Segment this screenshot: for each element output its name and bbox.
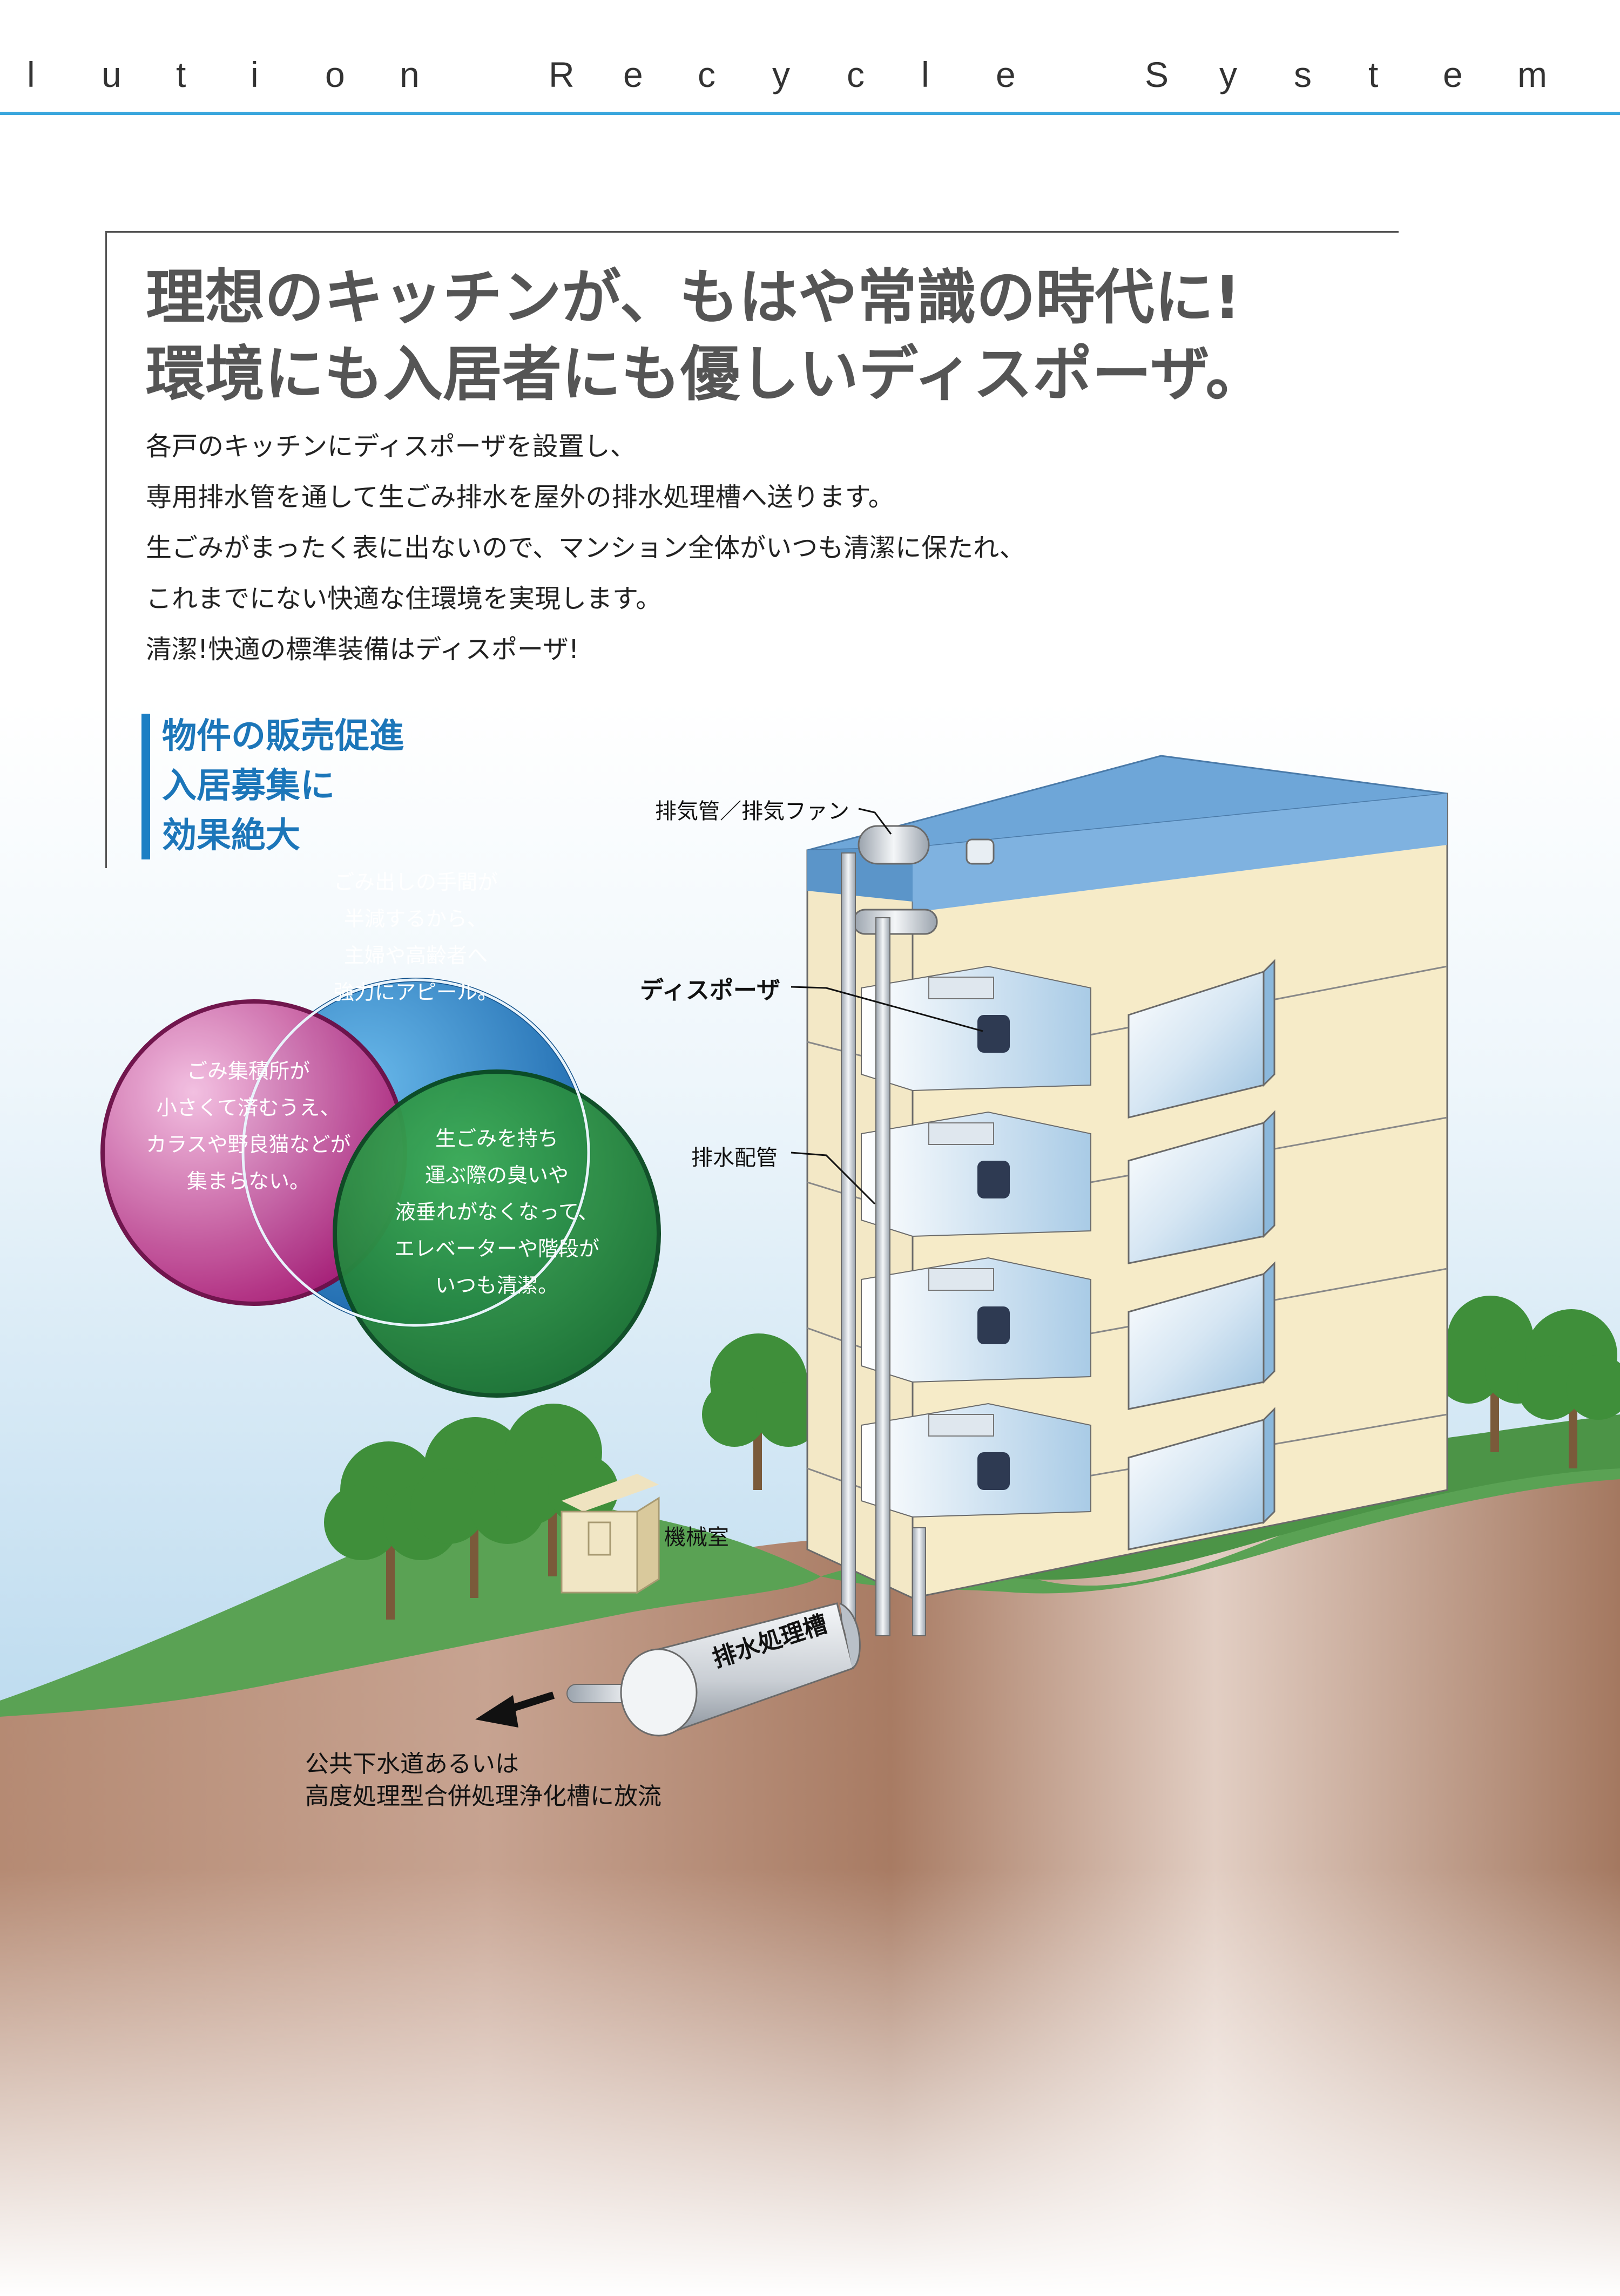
header-letter: t <box>176 55 186 94</box>
header-band <box>0 0 1620 113</box>
header-letter: s <box>1294 55 1312 94</box>
label-drain-pipe: 排水配管 <box>691 1146 778 1170</box>
trees-right <box>1436 1296 1620 1468</box>
header-letter: e <box>996 55 1016 94</box>
trees-left <box>324 1333 821 1620</box>
body-line: 各戸のキッチンにディスポーザを設置し、 <box>146 431 636 462</box>
body-line: これまでにない快適な住環境を実現します。 <box>146 584 662 614</box>
discharge-line: 公共下水道あるいは <box>305 1750 519 1778</box>
circle-line: 運ぶ際の臭いや <box>424 1163 569 1187</box>
circle-blue-text: ごみ出しの手間が 半減するから、 主婦や高齢者へ 強力にアピール。 <box>308 864 524 1011</box>
circle-blue-ring <box>241 978 590 1327</box>
circle-line: 強力にアピール。 <box>333 980 498 1004</box>
header-letter: y <box>772 55 790 94</box>
header-letter: y <box>1219 55 1237 94</box>
header-letter: u <box>102 55 122 94</box>
circle-line: エレベーターや階段が <box>394 1237 599 1261</box>
body-line: 専用排水管を通して生ごみ排水を屋外の排水処理槽へ送ります。 <box>146 482 894 512</box>
header-letter: t <box>1368 55 1379 94</box>
promo-line: 効果絶大 <box>162 816 300 856</box>
header-letter: m <box>1517 55 1547 94</box>
promo-heading: 物件の販売促進 入居募集に 効果絶大 <box>162 712 404 861</box>
circle-green-text: 生ごみを持ち 運ぶ際の臭いや 液垂れがなくなって、 エレベーターや階段が いつも… <box>383 1120 610 1304</box>
header-letter: i <box>251 55 259 94</box>
windows <box>1128 959 1275 1550</box>
header-letter: c <box>698 55 716 94</box>
circle-line: ごみ出しの手間が <box>333 870 498 894</box>
header-letter: S <box>1145 55 1169 94</box>
header-rule <box>0 112 1620 115</box>
circle-line: 小さくて済むうえ、 <box>156 1096 341 1120</box>
leader-lines <box>791 808 983 1205</box>
promo-line: 入居募集に <box>162 766 335 806</box>
circle-line: 半減するから、 <box>343 907 488 931</box>
label-exhaust: 排気管／排気ファン <box>655 799 849 824</box>
header-letter: o <box>325 55 345 94</box>
header-letter: l <box>27 55 35 94</box>
soil-fade <box>0 1868 1620 2296</box>
discharge-line: 高度処理型合併処理浄化槽に放流 <box>305 1783 662 1810</box>
top-rule <box>105 231 1399 233</box>
treatment-tank <box>566 1602 861 1737</box>
headline-line-1: 理想のキッチンが、もはや常識の時代に! <box>146 263 1241 332</box>
header-letter: R <box>549 55 575 94</box>
label-machine-room: 機械室 <box>664 1525 729 1550</box>
circle-line: 主婦や高齢者へ <box>343 944 488 967</box>
body-line: 清潔!快適の標準装備はディスポーザ! <box>146 634 579 665</box>
side-rule <box>105 231 107 868</box>
building <box>806 755 1448 1600</box>
body-text: 各戸のキッチンにディスポーザを設置し、 専用排水管を通して生ごみ排水を屋外の排水… <box>146 421 1025 675</box>
circle-line: 生ごみを持ち <box>435 1127 558 1150</box>
label-disposer: ディスポーザ <box>640 977 781 1004</box>
circle-line: いつも清潔。 <box>435 1274 558 1297</box>
circle-green <box>333 1069 661 1398</box>
header-letter: e <box>623 55 643 94</box>
circle-line: ごみ集積所が <box>186 1059 310 1083</box>
machine-room <box>561 1474 660 1594</box>
header-letter: c <box>847 55 865 94</box>
headline: 理想のキッチンが、もはや常識の時代に! 環境にも入居者にも優しいディスポーザ。 <box>146 259 1265 412</box>
discharge-note: 公共下水道あるいは 高度処理型合併処理浄化槽に放流 <box>305 1748 662 1813</box>
circle-line: 集まらない。 <box>186 1169 310 1193</box>
circle-line: カラスや野良猫などが <box>146 1133 351 1156</box>
circle-magenta-text: ごみ集積所が 小さくて済むうえ、 カラスや野良猫などが 集まらない。 <box>124 1053 373 1200</box>
header-letter: l <box>921 55 929 94</box>
promo-accent-bar <box>141 714 150 859</box>
circle-line: 液垂れがなくなって、 <box>395 1200 599 1224</box>
promo-line: 物件の販売促進 <box>162 716 404 756</box>
header-letter: e <box>1443 55 1463 94</box>
headline-line-2: 環境にも入居者にも優しいディスポーザ。 <box>146 340 1265 409</box>
pipes <box>841 852 926 1636</box>
body-line: 生ごみがまったく表に出ないので、マンション全体がいつも清潔に保たれ、 <box>146 533 1025 563</box>
header-letter: n <box>400 55 420 94</box>
discharge-arrow-icon <box>475 1691 555 1728</box>
